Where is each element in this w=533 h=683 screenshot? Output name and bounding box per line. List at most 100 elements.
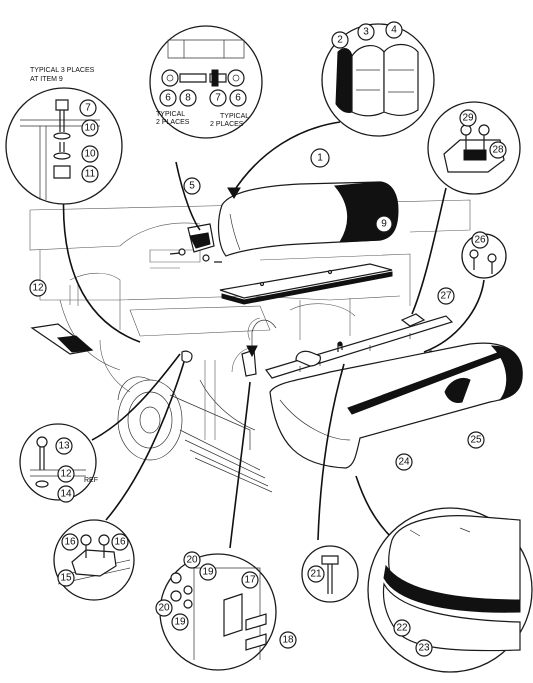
item-balloon: 6: [159, 89, 177, 107]
svg-text:2: 2: [337, 35, 343, 46]
svg-text:25: 25: [470, 435, 482, 446]
svg-text:29: 29: [462, 113, 474, 124]
item-balloon: 5: [183, 177, 201, 195]
item-balloon: 17: [241, 571, 259, 589]
item-balloon: 2: [331, 31, 349, 49]
svg-text:24: 24: [398, 457, 410, 468]
svg-text:17: 17: [244, 575, 256, 586]
svg-text:8: 8: [185, 93, 191, 104]
svg-text:7: 7: [215, 93, 221, 104]
svg-text:27: 27: [440, 291, 452, 302]
item-balloon: 15: [57, 569, 75, 587]
item-balloon: 3: [357, 23, 375, 41]
note-typical-item9-line1: TYPICAL 3 PLACES: [30, 67, 95, 74]
item-balloons: 1 2 3 4 5 6 6 7 7 8 9 10 10 11 12 12 13 …: [29, 21, 507, 657]
svg-text:20: 20: [186, 555, 198, 566]
item-balloon: 21: [307, 565, 325, 583]
item-balloon: 12: [29, 279, 47, 297]
callout-seat-edge-detail: [321, 23, 435, 137]
item-balloon: 16: [111, 533, 129, 551]
svg-text:7: 7: [85, 103, 91, 114]
note-typical-item9-line2: AT ITEM 9: [30, 76, 63, 83]
svg-text:22: 22: [396, 623, 408, 634]
callout-bracket-hardware: [149, 25, 263, 139]
item-balloon: 26: [471, 231, 489, 249]
note-typical-right-line1: TYPICAL: [220, 113, 249, 120]
svg-text:12: 12: [60, 469, 72, 480]
item-balloon: 16: [61, 533, 79, 551]
callout-bracket-17: [159, 553, 277, 671]
item-balloon: 13: [55, 437, 73, 455]
item-balloon: 25: [467, 431, 485, 449]
svg-text:16: 16: [114, 537, 126, 548]
seat-back: [217, 181, 399, 257]
item-balloon: 23: [415, 639, 433, 657]
item-balloon: 14: [57, 485, 75, 503]
item-balloon: 10: [81, 119, 99, 137]
callout-item12-hardware: [19, 423, 97, 501]
svg-text:20: 20: [158, 603, 170, 614]
item-balloon: 20: [183, 551, 201, 569]
svg-text:23: 23: [418, 643, 430, 654]
svg-text:11: 11: [85, 169, 96, 180]
seat-latch-parts: [181, 313, 426, 377]
seat-bottom-cushion: [269, 342, 523, 469]
svg-text:18: 18: [282, 635, 294, 646]
callout-bolt-21: [301, 545, 359, 603]
item-balloon: 10: [81, 145, 99, 163]
item-balloon: 6: [229, 89, 247, 107]
svg-text:3: 3: [363, 27, 369, 38]
note-typical-right-line2: 2 PLACES: [210, 121, 244, 128]
svg-text:10: 10: [84, 149, 96, 160]
svg-text:1: 1: [317, 153, 323, 164]
note-ref: REF: [84, 477, 98, 484]
seat-back-bracket: [169, 223, 222, 263]
svg-text:4: 4: [391, 25, 397, 36]
callout-item9-hardware: [5, 87, 123, 205]
item-balloon: 7: [79, 99, 97, 117]
svg-text:26: 26: [474, 235, 486, 246]
item-balloon: 4: [385, 21, 403, 39]
leader-lines: [62, 121, 485, 549]
note-typical-left-line2: 2 PLACES: [156, 119, 190, 126]
svg-text:13: 13: [58, 441, 70, 452]
svg-text:16: 16: [64, 537, 76, 548]
svg-text:9: 9: [381, 219, 387, 230]
callout-cushion-edge: [367, 507, 533, 673]
item-balloon: 19: [199, 563, 217, 581]
vehicle-body-outline: [29, 199, 471, 493]
svg-text:19: 19: [202, 567, 214, 578]
callout-screws-26: [461, 233, 507, 279]
item-balloon: 18: [279, 631, 297, 649]
item-balloon: 24: [395, 453, 413, 471]
diagram-notes: TYPICAL 3 PLACES AT ITEM 9 TYPICAL 2 PLA…: [30, 67, 249, 484]
seat-support-channel: [219, 263, 393, 305]
item-balloon: 29: [459, 109, 477, 127]
item-balloon: 1: [310, 148, 330, 168]
svg-text:6: 6: [165, 93, 171, 104]
item-balloon: 20: [155, 599, 173, 617]
svg-text:15: 15: [60, 573, 72, 584]
svg-text:6: 6: [235, 93, 241, 104]
item-balloon: 27: [437, 287, 455, 305]
item-balloon: 12: [57, 465, 75, 483]
callout-latch-hardware: [427, 101, 521, 195]
item-balloon: 11: [81, 165, 99, 183]
callout-latch-15: [53, 519, 135, 601]
svg-text:21: 21: [310, 569, 322, 580]
item-balloon: 9: [375, 215, 393, 233]
svg-text:5: 5: [189, 181, 195, 192]
item-balloon: 22: [393, 619, 411, 637]
svg-text:10: 10: [84, 123, 96, 134]
item-balloon: 28: [489, 141, 507, 159]
item12-bracket: [30, 323, 94, 355]
item-balloon: 7: [209, 89, 227, 107]
svg-text:12: 12: [32, 283, 44, 294]
svg-text:14: 14: [60, 489, 72, 500]
svg-text:19: 19: [174, 617, 186, 628]
item-balloon: 8: [179, 89, 197, 107]
svg-text:28: 28: [492, 145, 504, 156]
item-balloon: 19: [171, 613, 189, 631]
